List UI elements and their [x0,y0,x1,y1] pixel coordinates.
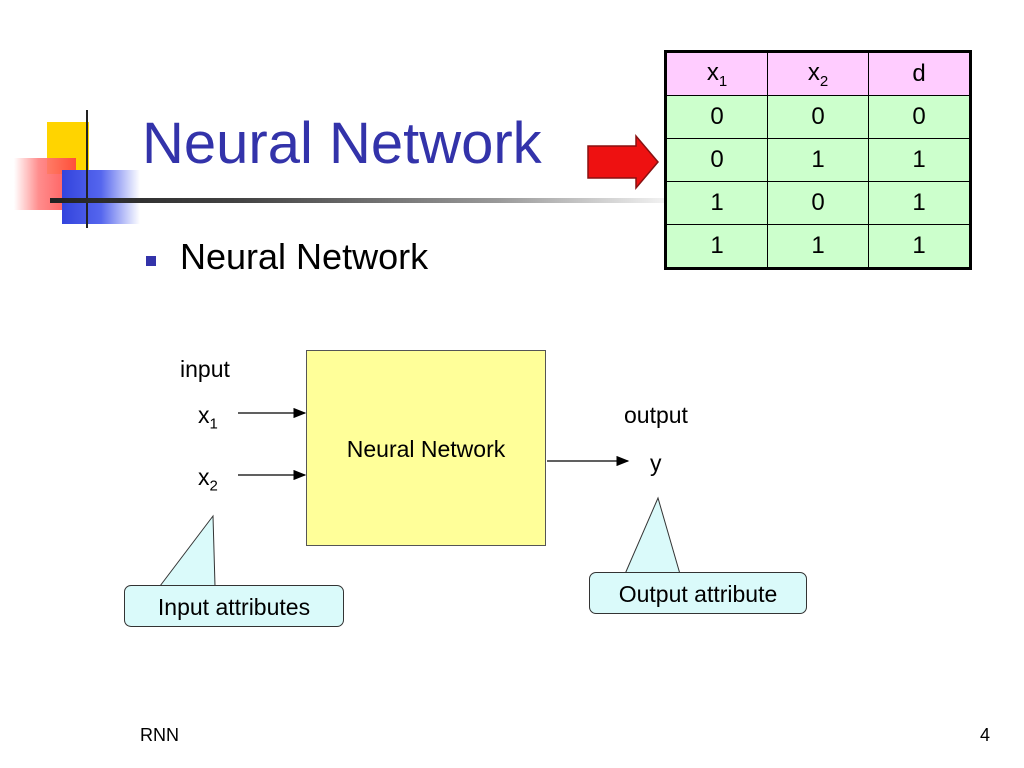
y-label: y [650,450,662,476]
title-underline-rule [50,198,690,203]
footer-label: RNN [140,725,179,745]
table-cell: 1 [868,181,971,225]
input-attributes-callout: Input attributes [124,585,344,627]
neural-network-box-label: Neural Network [346,436,506,462]
input-label: input [180,356,230,382]
decor-blue-square [62,170,140,224]
input-callout-pointer [158,514,216,587]
table-cell: 0 [665,95,768,139]
table-cell: 1 [665,224,768,269]
output-callout-pointer [624,496,681,575]
output-attribute-callout: Output attribute [589,572,807,614]
table-cell: 1 [868,224,971,269]
bullet-text: Neural Network [180,236,429,277]
table-row: 1 1 1 [665,224,971,269]
header-x1: x1 [665,51,768,96]
table-row: 1 0 1 [665,181,971,225]
table-cell: 0 [767,181,869,225]
table-cell: 0 [665,138,768,182]
slide-title: Neural Network [142,111,542,176]
table-row: 0 1 1 [665,138,971,182]
x1-label: x1 [198,402,218,433]
neural-network-box [306,350,546,546]
x2-label: x2 [198,464,218,495]
truth-table-header-row: x1 x2 d [665,51,971,96]
table-cell: 0 [767,95,869,139]
table-cell: 1 [868,138,971,182]
table-cell: 1 [767,138,869,182]
truth-table: x1 x2 d 0 0 0 0 1 1 1 0 1 1 1 1 [664,50,972,270]
table-cell: 1 [665,181,768,225]
page-number: 4 [980,725,991,745]
decor-vertical-line [86,110,88,228]
table-cell: 0 [868,95,971,139]
bullet-square-icon [146,256,156,266]
red-arrow-icon [587,133,659,191]
header-d: d [868,51,971,96]
table-row: 0 0 0 [665,95,971,139]
output-label: output [624,402,688,428]
